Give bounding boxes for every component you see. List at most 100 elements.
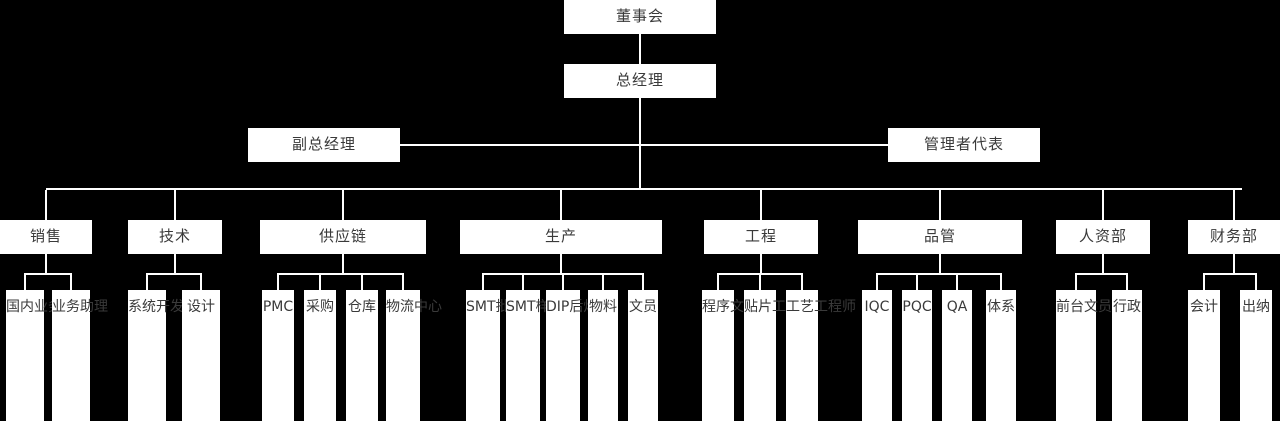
- connector-bus-to-engineering: [760, 190, 762, 220]
- leaf-engineering-2[interactable]: 工艺工程师: [786, 290, 856, 421]
- leaf-production-0[interactable]: SMT批量: [466, 290, 524, 421]
- leaf-hr-1[interactable]: 行政: [1112, 290, 1142, 421]
- node-general-manager[interactable]: 总经理: [564, 64, 716, 98]
- leaf-production-3-label: 物料: [589, 299, 617, 315]
- connector-bus-to-hr: [1102, 190, 1104, 220]
- leaf-finance-0-label: 会计: [1190, 299, 1218, 315]
- connector-technology-subbus: [147, 273, 201, 275]
- connector-technology-to-leaf-1: [200, 273, 202, 290]
- connector-deputy-to-trunk: [400, 144, 640, 146]
- connector-hr-subbus: [1076, 273, 1127, 275]
- connector-sales-stem: [45, 254, 47, 275]
- dept-finance-label: 财务部: [1209, 227, 1258, 246]
- connector-bus-to-supply_chain: [342, 190, 344, 220]
- connector-sales-subbus: [25, 273, 71, 275]
- dept-hr[interactable]: 人资部: [1056, 220, 1150, 254]
- connector-sales-to-leaf-0: [24, 273, 26, 290]
- leaf-hr-0[interactable]: 前台文员: [1056, 290, 1112, 421]
- leaf-technology-1[interactable]: 设计: [182, 290, 220, 421]
- leaf-supply_chain-1[interactable]: 采购: [304, 290, 336, 421]
- connector-bus-to-sales: [45, 190, 47, 220]
- dept-sales-label: 销售: [29, 227, 62, 246]
- leaf-production-4[interactable]: 文员: [628, 290, 658, 421]
- leaf-quality-0[interactable]: IQC: [862, 290, 892, 421]
- leaf-quality-3[interactable]: 体系: [986, 290, 1016, 421]
- dept-sales[interactable]: 销售: [0, 220, 92, 254]
- connector-engineering-to-leaf-2: [801, 273, 803, 290]
- connector-supply_chain-subbus: [278, 273, 403, 275]
- dept-supply_chain[interactable]: 供应链: [260, 220, 426, 254]
- connector-engineering-stem: [760, 254, 762, 275]
- leaf-supply_chain-2[interactable]: 仓库: [346, 290, 378, 421]
- node-general-manager-label: 总经理: [615, 71, 664, 90]
- leaf-engineering-1-label: 贴片工程师: [744, 299, 814, 315]
- leaf-production-2-label: DIP后焊: [546, 299, 598, 315]
- node-board[interactable]: 董事会: [564, 0, 716, 34]
- leaf-sales-0[interactable]: 国内业务: [6, 290, 62, 421]
- leaf-finance-1[interactable]: 出纳: [1240, 290, 1272, 421]
- connector-quality-stem: [939, 254, 941, 275]
- connector-production-to-leaf-2: [562, 273, 564, 290]
- leaf-production-0-label: SMT批量: [466, 299, 524, 315]
- leaf-quality-1-label: PQC: [902, 299, 932, 315]
- connector-quality-to-leaf-1: [916, 273, 918, 290]
- connector-quality-subbus: [877, 273, 1001, 275]
- leaf-sales-1[interactable]: 业务助理: [52, 290, 108, 421]
- connector-supply_chain-to-leaf-1: [319, 273, 321, 290]
- dept-technology-label: 技术: [158, 227, 191, 246]
- leaf-technology-0[interactable]: 系统开发: [128, 290, 184, 421]
- connector-finance-to-leaf-1: [1255, 273, 1257, 290]
- connector-board-to-gm: [639, 34, 641, 64]
- leaf-production-3[interactable]: 物料: [588, 290, 618, 421]
- leaf-technology-1-label: 设计: [187, 299, 215, 315]
- connector-engineering-to-leaf-0: [717, 273, 719, 290]
- leaf-finance-1-label: 出纳: [1242, 299, 1270, 315]
- dept-quality[interactable]: 品管: [858, 220, 1022, 254]
- leaf-production-1-label: SMT样品: [506, 299, 564, 315]
- leaf-supply_chain-1-label: 采购: [306, 299, 334, 315]
- leaf-production-2[interactable]: DIP后焊: [546, 290, 598, 421]
- dept-hr-label: 人资部: [1078, 227, 1127, 246]
- leaf-quality-2[interactable]: QA: [942, 290, 972, 421]
- leaf-supply_chain-3[interactable]: 物流中心: [386, 290, 442, 421]
- leaf-sales-0-label: 国内业务: [6, 299, 62, 315]
- connector-technology-stem: [174, 254, 176, 275]
- leaf-engineering-0-label: 程序文员: [702, 299, 758, 315]
- connector-production-to-leaf-3: [602, 273, 604, 290]
- leaf-finance-0[interactable]: 会计: [1188, 290, 1220, 421]
- node-deputy-general-manager[interactable]: 副总经理: [248, 128, 400, 162]
- dept-technology[interactable]: 技术: [128, 220, 222, 254]
- dept-quality-label: 品管: [923, 227, 956, 246]
- dept-supply_chain-label: 供应链: [318, 227, 367, 246]
- leaf-engineering-2-label: 工艺工程师: [786, 299, 856, 315]
- connector-finance-subbus: [1204, 273, 1256, 275]
- leaf-supply_chain-0[interactable]: PMC: [262, 290, 294, 421]
- connector-production-to-leaf-4: [642, 273, 644, 290]
- leaf-engineering-1[interactable]: 贴片工程师: [744, 290, 814, 421]
- dept-production[interactable]: 生产: [460, 220, 662, 254]
- dept-engineering-label: 工程: [744, 227, 777, 246]
- connector-hr-stem: [1102, 254, 1104, 275]
- connector-quality-to-leaf-2: [956, 273, 958, 290]
- node-deputy-general-manager-label: 副总经理: [291, 135, 356, 154]
- leaf-quality-0-label: IQC: [864, 299, 890, 315]
- leaf-supply_chain-0-label: PMC: [262, 299, 294, 315]
- leaf-supply_chain-3-label: 物流中心: [386, 299, 442, 315]
- leaf-engineering-0[interactable]: 程序文员: [702, 290, 758, 421]
- connector-hr-to-leaf-1: [1126, 273, 1128, 290]
- node-management-representative[interactable]: 管理者代表: [888, 128, 1040, 162]
- dept-engineering[interactable]: 工程: [704, 220, 818, 254]
- connector-bus-to-production: [560, 190, 562, 220]
- dept-production-label: 生产: [544, 227, 577, 246]
- leaf-technology-0-label: 系统开发: [128, 299, 184, 315]
- leaf-production-1[interactable]: SMT样品: [506, 290, 564, 421]
- leaf-quality-1[interactable]: PQC: [902, 290, 932, 421]
- connector-production-stem: [560, 254, 562, 275]
- connector-bus-to-quality: [939, 190, 941, 220]
- leaf-hr-0-label: 前台文员: [1056, 299, 1112, 315]
- connector-bus-to-technology: [174, 190, 176, 220]
- dept-finance[interactable]: 财务部: [1188, 220, 1280, 254]
- connector-production-to-leaf-1: [522, 273, 524, 290]
- leaf-hr-1-label: 行政: [1113, 299, 1141, 315]
